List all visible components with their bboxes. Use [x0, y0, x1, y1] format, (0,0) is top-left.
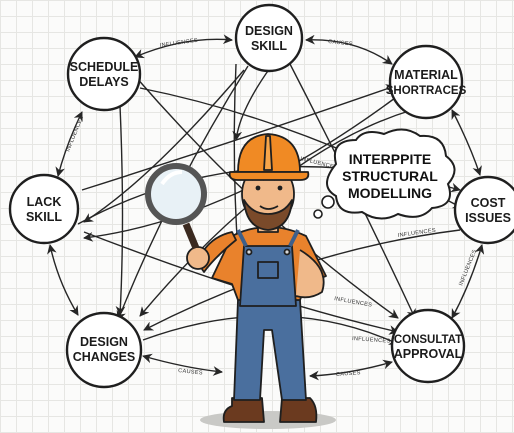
node-label-line: APPROVAL	[394, 347, 463, 361]
node-label-line: DELAYS	[79, 75, 129, 89]
overall-legs	[233, 299, 307, 401]
right-boot	[279, 397, 318, 423]
beard	[243, 199, 293, 231]
hard-hat-icon	[228, 133, 310, 181]
edge-label-causes-top: CAUSES	[328, 39, 353, 48]
edge-label-causes-bottom-left: CAUSES	[178, 368, 203, 377]
edge-label-influences-mid: INFLUENCES	[397, 228, 436, 239]
engineer-illustration	[145, 133, 336, 429]
edge-label-influences-lower: INFLUENCES	[334, 296, 373, 309]
edge-schedule-design	[134, 34, 233, 59]
edge-label-influences-top: INFLUENCES	[159, 38, 198, 49]
node-label-line: COST	[471, 196, 506, 210]
edge-schedule-lack	[55, 111, 83, 177]
bubble-line-2: STRUCTURAL	[342, 168, 438, 184]
edge-label-causes-bottom-right: CAUSES	[336, 370, 361, 378]
node-label-line: SHORTRACES	[386, 85, 467, 97]
node-label-line: ISSUES	[465, 211, 511, 225]
node-label-line: SKILL	[251, 39, 287, 53]
edge-cost-consult	[451, 244, 485, 319]
edge-cross-5	[115, 105, 126, 316]
node-design-changes: DESIGN CHANGES	[65, 311, 143, 389]
node-schedule-delays: SCHEDULE DELAYS	[66, 36, 142, 112]
node-material-shortraces: MATERIAL SHORTRACES	[386, 44, 467, 120]
edge-changes-man	[142, 353, 223, 376]
node-label-line: CONSULTAT	[394, 334, 462, 346]
node-label-line: SKILL	[26, 210, 62, 224]
right-arm	[295, 249, 325, 299]
magnifying-glass-icon	[145, 163, 207, 250]
node-cost-issues: COST ISSUES	[453, 175, 514, 245]
edge-label-influences-right: INFLUENCES	[458, 249, 478, 287]
node-label-line: MATERIAL	[394, 68, 458, 82]
edge-material-cost	[451, 109, 482, 176]
thought-bubble-cloud	[326, 128, 456, 220]
edge-design-material	[305, 34, 393, 65]
node-lack-skill: LACK SKILL	[8, 173, 80, 245]
node-design-skill: DESIGN SKILL	[234, 3, 304, 73]
node-label-line: CHANGES	[73, 350, 136, 364]
edge-label-influence-center: INFLUENCE	[300, 156, 335, 170]
edge-lack-changes	[47, 244, 79, 316]
node-label-line: DESIGN	[80, 335, 128, 349]
edge-label-influences-left: INFLUENCES	[65, 115, 85, 153]
thought-bubble: INTERPPITE STRUCTURAL MODELLING	[313, 128, 456, 220]
bubble-line-1: INTERPPITE	[349, 151, 431, 167]
edge-label-influences-lower2: INFLUENCES	[352, 336, 391, 345]
bubble-line-3: MODELLING	[348, 185, 432, 201]
node-consultat-approval: CONSULTAT APPROVAL	[390, 308, 466, 384]
node-label-line: LACK	[27, 195, 62, 209]
left-boot	[222, 397, 265, 423]
edge-cross-8	[83, 69, 245, 223]
edge-man-consult	[309, 359, 393, 381]
node-label-line: SCHEDULE	[70, 60, 139, 74]
edge-cross-14	[232, 67, 271, 141]
node-label-line: DESIGN	[245, 24, 293, 38]
